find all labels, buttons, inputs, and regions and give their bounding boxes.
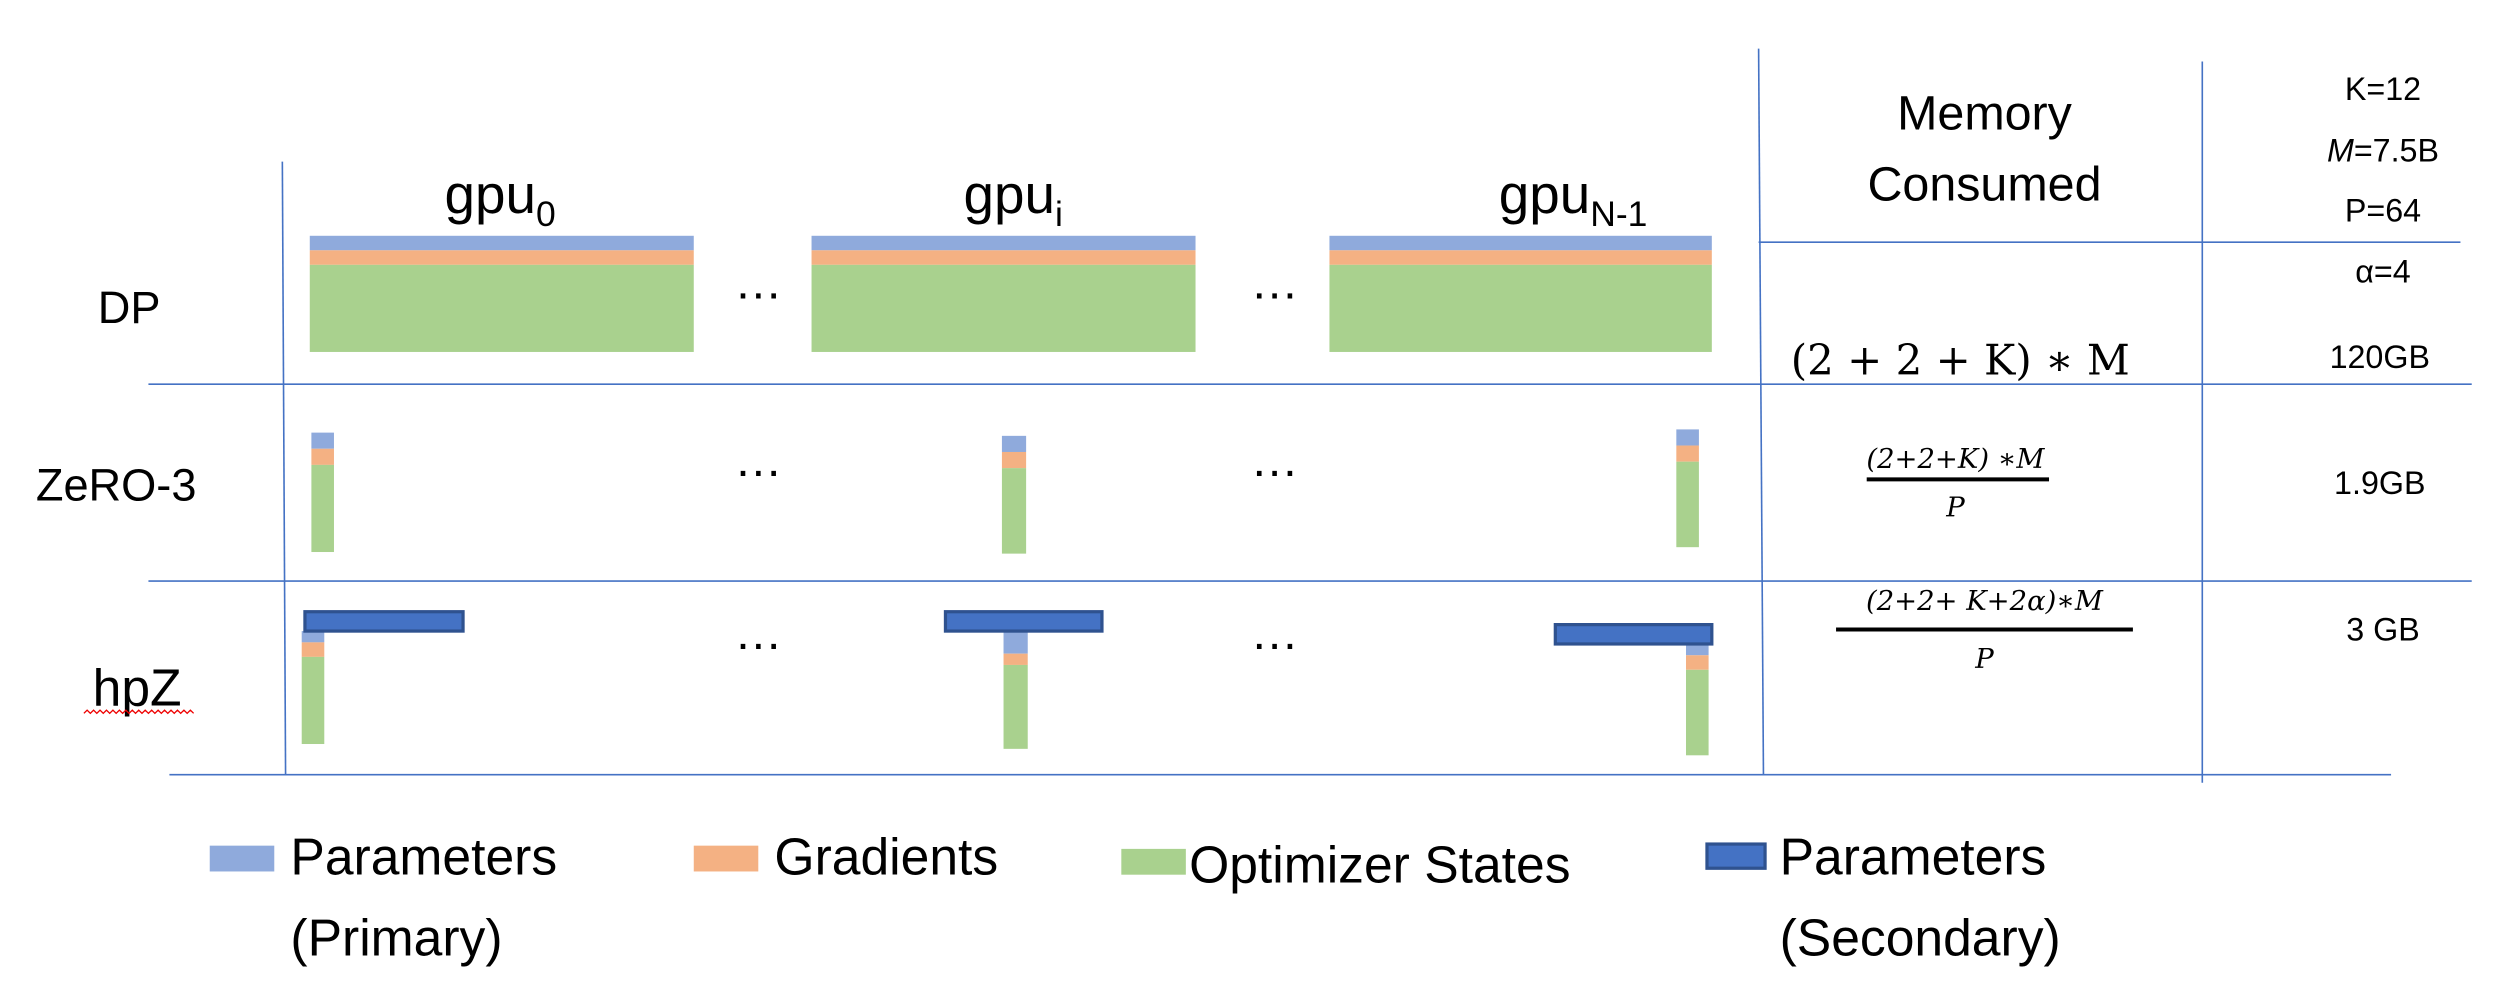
zero3-gpuN-1-optimizer-states-block [1676, 461, 1699, 548]
dp-gpui-optimizer-states-block [811, 264, 1196, 352]
hpz-gpu0-gradients-block [301, 642, 325, 657]
zero3-gpu0-gradients-block [311, 448, 334, 465]
formula-zero3-denominator: P [1945, 493, 1965, 524]
legend: Parameters (Primary) Gradients Optimizer… [209, 828, 2061, 966]
grid-lines [148, 48, 2472, 783]
legend-label-secondary-sub: (Secondary) [1780, 908, 2061, 966]
memory-title-line1: Memory [1897, 86, 2073, 140]
ellipsis: … [1250, 433, 1298, 487]
formula-zero3-numerator: (2+2+K) ∗M [1866, 444, 2045, 475]
dp-gpuN-1-gradients-block [1329, 250, 1712, 265]
row-label-zero3: ZeRO-3 [36, 459, 197, 510]
zero3-gpu0-parameters-block [311, 432, 334, 449]
header-gpu0: gpu0 [445, 163, 556, 234]
formula-dp: (2 + 2 + K) ∗ M [1791, 336, 2130, 385]
header-gpuN-1: gpuN-1 [1499, 163, 1648, 234]
dp-gpu0-optimizer-states-block [309, 264, 694, 352]
ellipsis: … [734, 256, 782, 310]
row-label-dp: DP [98, 282, 161, 333]
legend-swatch-parameters-secondary [1705, 842, 1767, 870]
legend-label-optimizer-states: Optimizer States [1189, 836, 1570, 894]
hpz-gpu0-secondary-parameters-block [303, 610, 465, 633]
param-m: M=7.5B [2327, 133, 2439, 169]
row-label-hpz: hpZ [93, 658, 182, 716]
ellipsis: … [1250, 606, 1298, 660]
dp-gpu0-parameters-block [309, 235, 694, 251]
left-vertical-line [281, 161, 287, 775]
ellipsis: … [1250, 256, 1298, 310]
hpz-gpui-gradients-block [1003, 653, 1028, 665]
memory-column-line [1757, 48, 1765, 775]
hpz-gpuN-1-parameters-block [1686, 643, 1709, 656]
legend-label-parameters-secondary: Parameters [1780, 828, 2047, 886]
dp-gpu0-gradients-block [309, 250, 694, 265]
hpz-gpuN-1-secondary-parameters-block [1553, 623, 1714, 646]
legend-swatch-optimizer-states [1121, 848, 1186, 875]
legend-label-parameters-primary: Parameters [290, 828, 557, 886]
spellcheck-underline [83, 709, 195, 715]
legend-label-gradients: Gradients [774, 828, 998, 886]
hpz-gpui-secondary-parameters-block [943, 610, 1104, 633]
formula-hpz-numerator: (2+2+ K+2α)∗M [1866, 586, 2104, 617]
dp-gpuN-1-optimizer-states-block [1329, 264, 1712, 352]
hpz-gpui-parameters-block [1003, 631, 1028, 654]
param-alpha: α=4 [2355, 254, 2410, 290]
legend-swatch-gradients [693, 845, 759, 872]
zero3-gpui-gradients-block [1001, 451, 1027, 469]
zero3-gpui-parameters-block [1001, 435, 1027, 452]
memory-stacks [301, 235, 1714, 756]
zero3-gpuN-1-gradients-block [1676, 445, 1699, 462]
hpz-gpui-optimizer-states-block [1003, 664, 1028, 749]
param-k: K=12 [2345, 71, 2421, 107]
dp-gpui-gradients-block [811, 250, 1196, 265]
hpz-gpuN-1-optimizer-states-block [1686, 669, 1709, 756]
ellipsis: … [734, 606, 782, 660]
param-p: P=64 [2345, 192, 2421, 228]
zero3-gpu0-optimizer-states-block [311, 464, 334, 553]
dp-gpui-parameters-block [811, 235, 1196, 251]
header-gpui: gpui [964, 163, 1063, 234]
legend-swatch-parameters-primary [209, 845, 275, 872]
ellipsis: … [734, 433, 782, 487]
memory-hpz: 3 GB [2346, 612, 2420, 648]
hpz-gpuN-1-gradients-block [1686, 655, 1709, 670]
zero3-gpui-optimizer-states-block [1001, 468, 1027, 554]
hpz-gpu0-parameters-block [301, 631, 325, 643]
formula-hpz-denominator: P [1974, 644, 1994, 675]
hpz-gpu0-optimizer-states-block [301, 656, 325, 745]
legend-label-primary-sub: (Primary) [290, 908, 502, 966]
memory-zero3: 1.9GB [2334, 465, 2425, 501]
memory-title-line2: Consumed [1867, 157, 2101, 211]
memory-dp: 120GB [2330, 339, 2430, 375]
dp-gpuN-1-parameters-block [1329, 235, 1712, 251]
zero3-gpuN-1-parameters-block [1676, 429, 1699, 446]
